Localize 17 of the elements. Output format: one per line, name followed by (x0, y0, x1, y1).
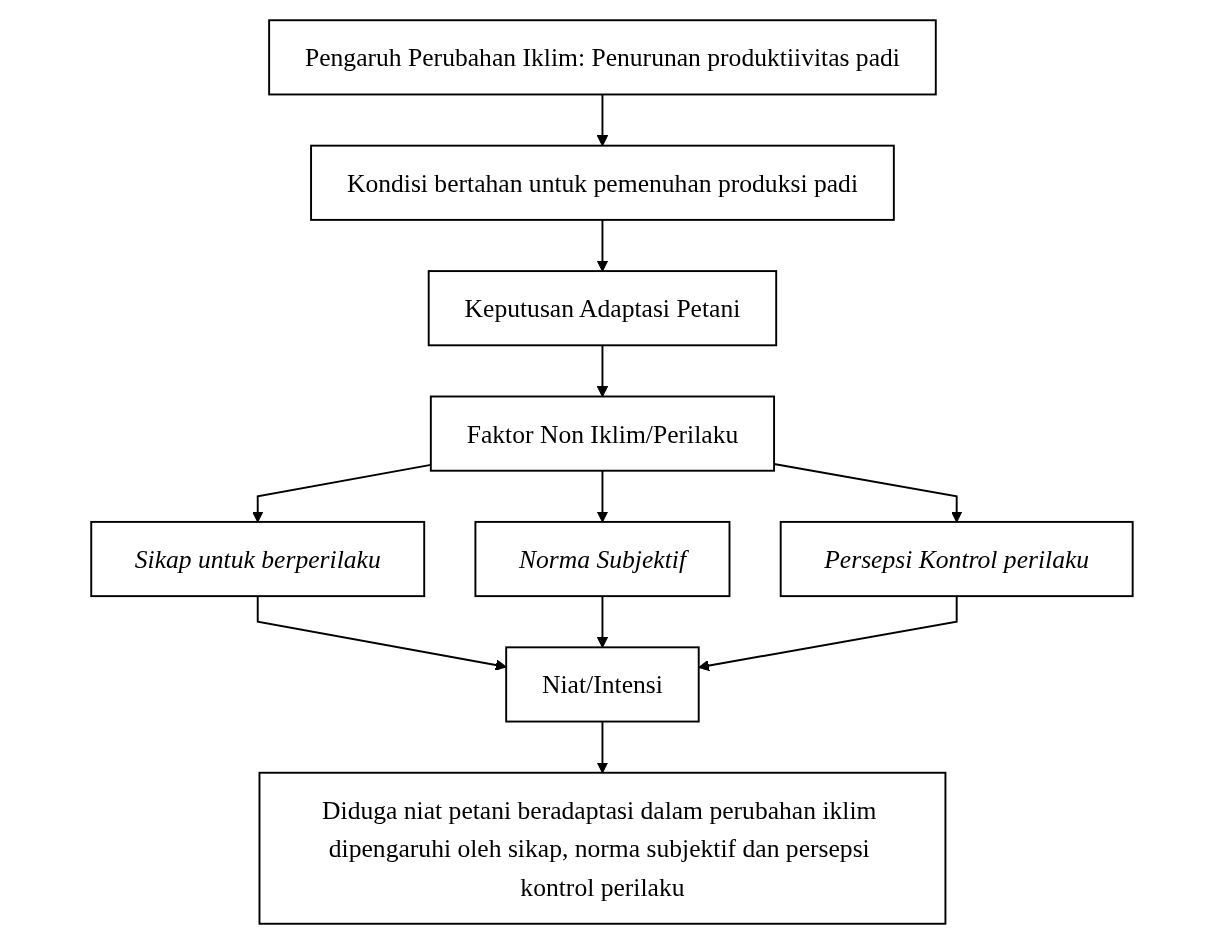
arrow (698, 595, 958, 672)
node-box: Faktor Non Iklim/Perilaku (429, 395, 776, 472)
arrow (596, 720, 609, 774)
node-box: Sikap untuk berperilaku (90, 520, 426, 598)
node-box: Norma Subjektif (474, 520, 731, 598)
arrow (596, 93, 609, 147)
arrow (596, 469, 609, 523)
node-box: Niat/Intensi (505, 646, 700, 723)
node-box: Diduga niat petani beradaptasi dalam perubahan iklim dipengaruhi oleh sikap, norma subjektif dan persepsi kontrol perilaku (258, 771, 947, 925)
node-box: Keputusan Adaptasi Petani (427, 270, 778, 347)
arrow (256, 595, 507, 671)
node-box: Kondisi bertahan untuk pemenuhan produksi padi (310, 144, 895, 221)
node-box: Pengaruh Perubahan Iklim: Penurunan produktiivitas padi (268, 19, 937, 96)
arrow (596, 344, 609, 397)
arrow (596, 218, 609, 272)
node-box: Persepsi Kontrol perilaku (779, 520, 1134, 598)
arrow (596, 595, 609, 648)
